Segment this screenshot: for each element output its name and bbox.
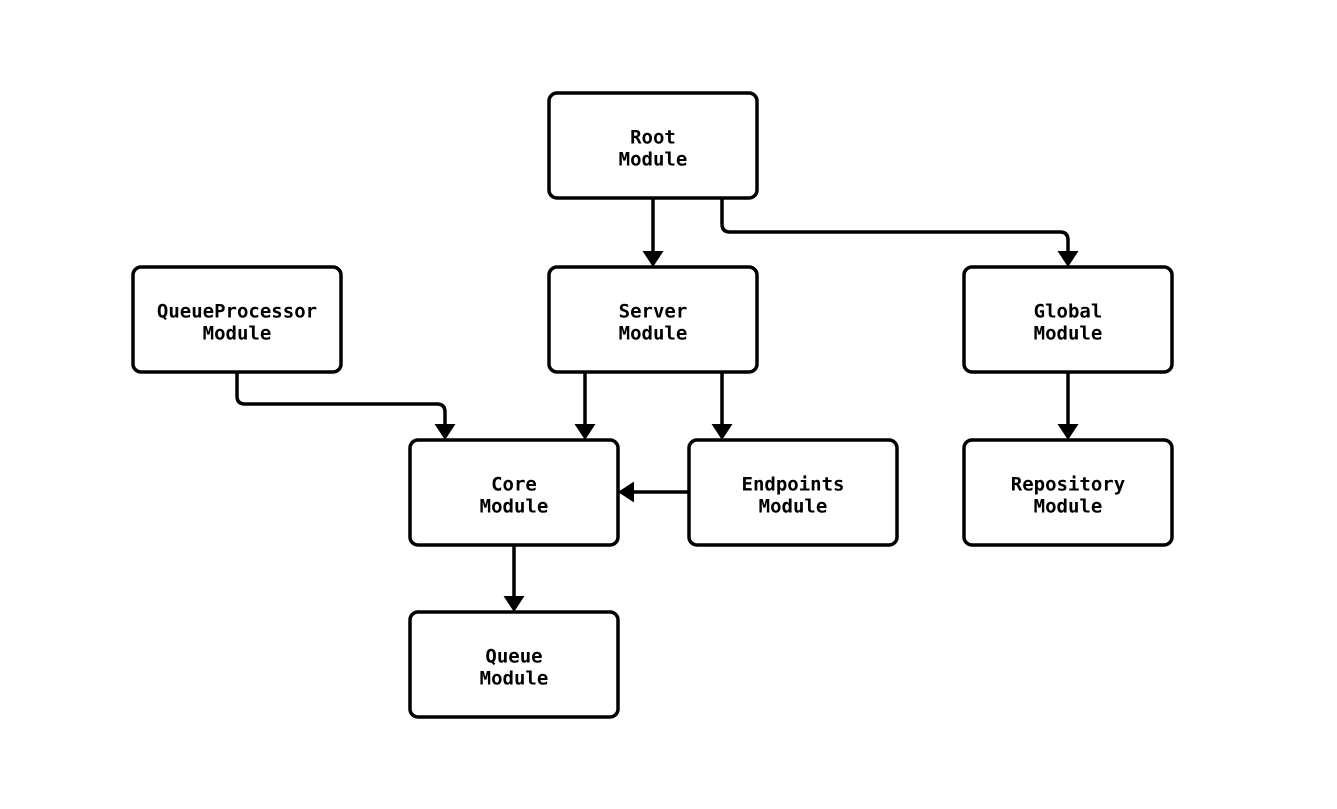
- node-label-line: Root: [630, 127, 676, 149]
- node-label-line: Module: [1034, 323, 1103, 345]
- node-label-line: Queue: [485, 646, 542, 668]
- arrowhead-icon-core-to-queue: [503, 596, 525, 612]
- arrowhead-icon-root-to-global: [1057, 251, 1079, 267]
- node-box-core-module: [408, 438, 620, 547]
- node-label-line: Module: [1034, 496, 1103, 518]
- node-label-line: Core: [491, 474, 537, 496]
- node-label-line: Repository: [1011, 474, 1125, 496]
- node-box-server-module: [547, 265, 759, 374]
- arrowhead-icon-global-to-repository: [1057, 424, 1079, 440]
- arrowhead-icon-endpoints-to-core: [618, 481, 634, 503]
- node-label-line: Server: [619, 301, 688, 323]
- arrowhead-icon-queueprocessor-to-core: [434, 424, 456, 440]
- node-box-global-module: [962, 265, 1174, 374]
- arrowhead-icon-root-to-server: [642, 251, 664, 267]
- node-box-endpoints-module: [687, 438, 899, 547]
- edge-queueprocessor-to-core: [235, 372, 447, 426]
- node-box-queueprocessor-module: [131, 265, 343, 374]
- node-box-repository-module: [962, 438, 1174, 547]
- edge-root-to-global: [720, 198, 1070, 253]
- node-label-line: Module: [480, 496, 549, 518]
- arrowhead-icon-server-to-core: [574, 424, 596, 440]
- node-label-line: Module: [619, 323, 688, 345]
- arrowhead-icon-server-to-endpoints: [711, 424, 733, 440]
- node-box-queue-module: [408, 610, 620, 719]
- node-label-line: Endpoints: [742, 474, 845, 496]
- node-label-line: Global: [1034, 301, 1103, 323]
- node-label-line: Module: [759, 496, 828, 518]
- node-label-line: Module: [480, 668, 549, 690]
- node-label-line: QueueProcessor: [157, 301, 317, 323]
- node-box-root-module: [547, 91, 759, 200]
- node-label-line: Module: [203, 323, 272, 345]
- node-label-line: Module: [619, 149, 688, 171]
